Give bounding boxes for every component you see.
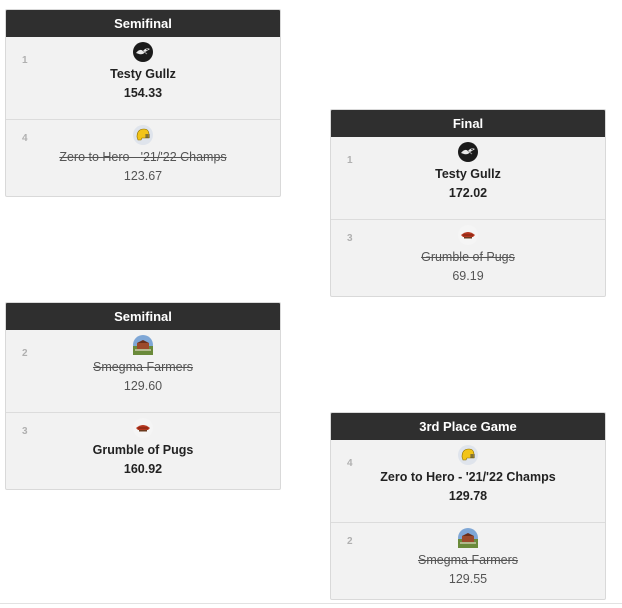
team-score: 172.02 — [448, 186, 488, 200]
team-score: 129.55 — [448, 572, 488, 586]
team-score: 160.92 — [123, 462, 163, 476]
team-name[interactable]: Smegma Farmers — [417, 553, 519, 567]
team-name[interactable]: Zero to Hero - '21/'22 Champs — [380, 470, 556, 484]
seed-number: 4 — [347, 458, 353, 469]
team-row[interactable]: 3 Grumble of Pugs 69.19 — [331, 219, 605, 296]
matchup-third-place: 3rd Place Game 4 Zero to Hero - '21/'22 … — [330, 412, 606, 600]
seed-number: 1 — [347, 155, 353, 166]
football-helmet-icon — [133, 125, 153, 145]
matchup-final: Final 1 Testy Gullz 172.02 3 Grumble of … — [330, 109, 606, 297]
team-name[interactable]: Testy Gullz — [435, 167, 501, 181]
team-score: 69.19 — [452, 269, 484, 283]
team-name[interactable]: Grumble of Pugs — [92, 443, 194, 457]
seed-number: 3 — [22, 426, 28, 437]
seed-number: 2 — [22, 348, 28, 359]
matchup-header: 3rd Place Game — [331, 413, 605, 440]
football-helmet-icon — [458, 445, 478, 465]
seed-number: 3 — [347, 233, 353, 244]
pug-icon — [458, 225, 478, 245]
matchup-header: Semifinal — [6, 303, 280, 330]
team-score: 129.60 — [123, 379, 163, 393]
matchup-header: Semifinal — [6, 10, 280, 37]
matchup-header: Final — [331, 110, 605, 137]
farm-icon — [133, 335, 153, 355]
team-name[interactable]: Testy Gullz — [110, 67, 176, 81]
seed-number: 2 — [347, 536, 353, 547]
gull-icon — [458, 142, 478, 162]
team-row[interactable]: 4 Zero to Hero - '21/'22 Champs 129.78 — [331, 445, 605, 522]
team-score: 123.67 — [123, 169, 163, 183]
team-row[interactable]: 2 Smegma Farmers 129.55 — [331, 522, 605, 599]
matchup-semifinal-2: Semifinal 2 Smegma Farmers 129.60 3 Grum… — [5, 302, 281, 490]
team-row[interactable]: 1 Testy Gullz 172.02 — [331, 142, 605, 219]
bottom-divider — [0, 603, 622, 604]
team-name[interactable]: Zero to Hero - '21/'22 Champs — [59, 150, 227, 164]
seed-number: 1 — [22, 55, 28, 66]
team-name[interactable]: Grumble of Pugs — [421, 250, 515, 264]
seed-number: 4 — [22, 133, 28, 144]
farm-icon — [458, 528, 478, 548]
gull-icon — [133, 42, 153, 62]
team-row[interactable]: 4 Zero to Hero - '21/'22 Champs 123.67 — [6, 119, 280, 196]
team-row[interactable]: 2 Smegma Farmers 129.60 — [6, 335, 280, 412]
team-name[interactable]: Smegma Farmers — [92, 360, 194, 374]
team-row[interactable]: 3 Grumble of Pugs 160.92 — [6, 412, 280, 489]
pug-icon — [133, 418, 153, 438]
team-score: 129.78 — [448, 489, 488, 503]
matchup-semifinal-1: Semifinal 1 Testy Gullz 154.33 4 Zero to… — [5, 9, 281, 197]
team-row[interactable]: 1 Testy Gullz 154.33 — [6, 42, 280, 119]
team-score: 154.33 — [123, 86, 163, 100]
